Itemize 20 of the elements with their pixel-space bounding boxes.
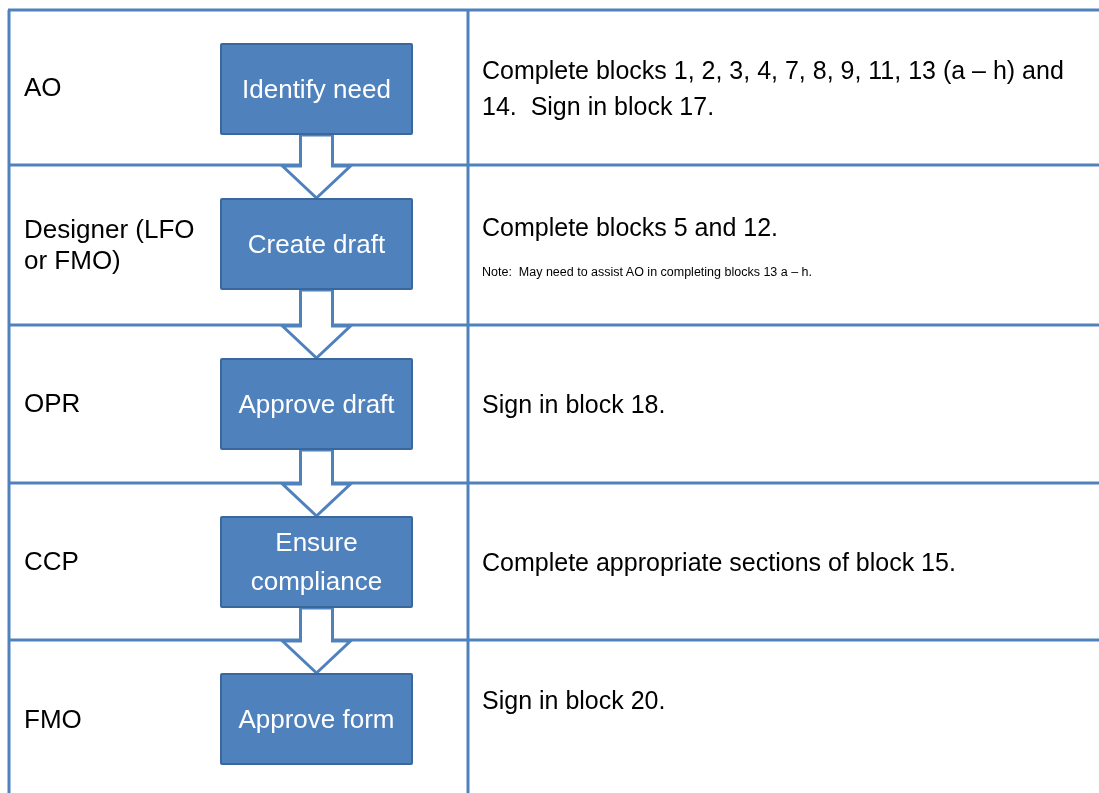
- block-arrow: [278, 133, 355, 201]
- process-box: Identify need: [220, 43, 413, 135]
- description-text: Complete appropriate sections of block 15.: [482, 546, 957, 578]
- description-text: Sign in block 20.: [482, 684, 667, 716]
- block-arrow: [278, 448, 355, 519]
- description-text: Complete blocks 1, 2, 3, 4, 7, 8, 9, 11, 13 (a – h) and 14. Sign in block 17.: [482, 54, 1065, 122]
- process-box: Approve draft: [220, 358, 413, 450]
- role-label: OPR: [24, 388, 82, 420]
- block-arrow: [278, 288, 355, 361]
- note-text: Note: May need to assist AO in completing blocks 13 a – h.: [482, 265, 814, 279]
- role-label: FMO: [24, 704, 83, 736]
- role-label: CCP: [24, 545, 80, 578]
- block-arrow: [278, 606, 355, 676]
- role-label: Designer (LFO or FMO): [24, 213, 196, 277]
- process-box: Ensure compliance: [220, 516, 413, 608]
- role-label: AO: [24, 71, 63, 104]
- process-box: Approve form: [220, 673, 413, 765]
- description-text: Sign in block 18.: [482, 388, 667, 420]
- description-text: Complete blocks 5 and 12.: [482, 211, 779, 243]
- process-box: Create draft: [220, 198, 413, 290]
